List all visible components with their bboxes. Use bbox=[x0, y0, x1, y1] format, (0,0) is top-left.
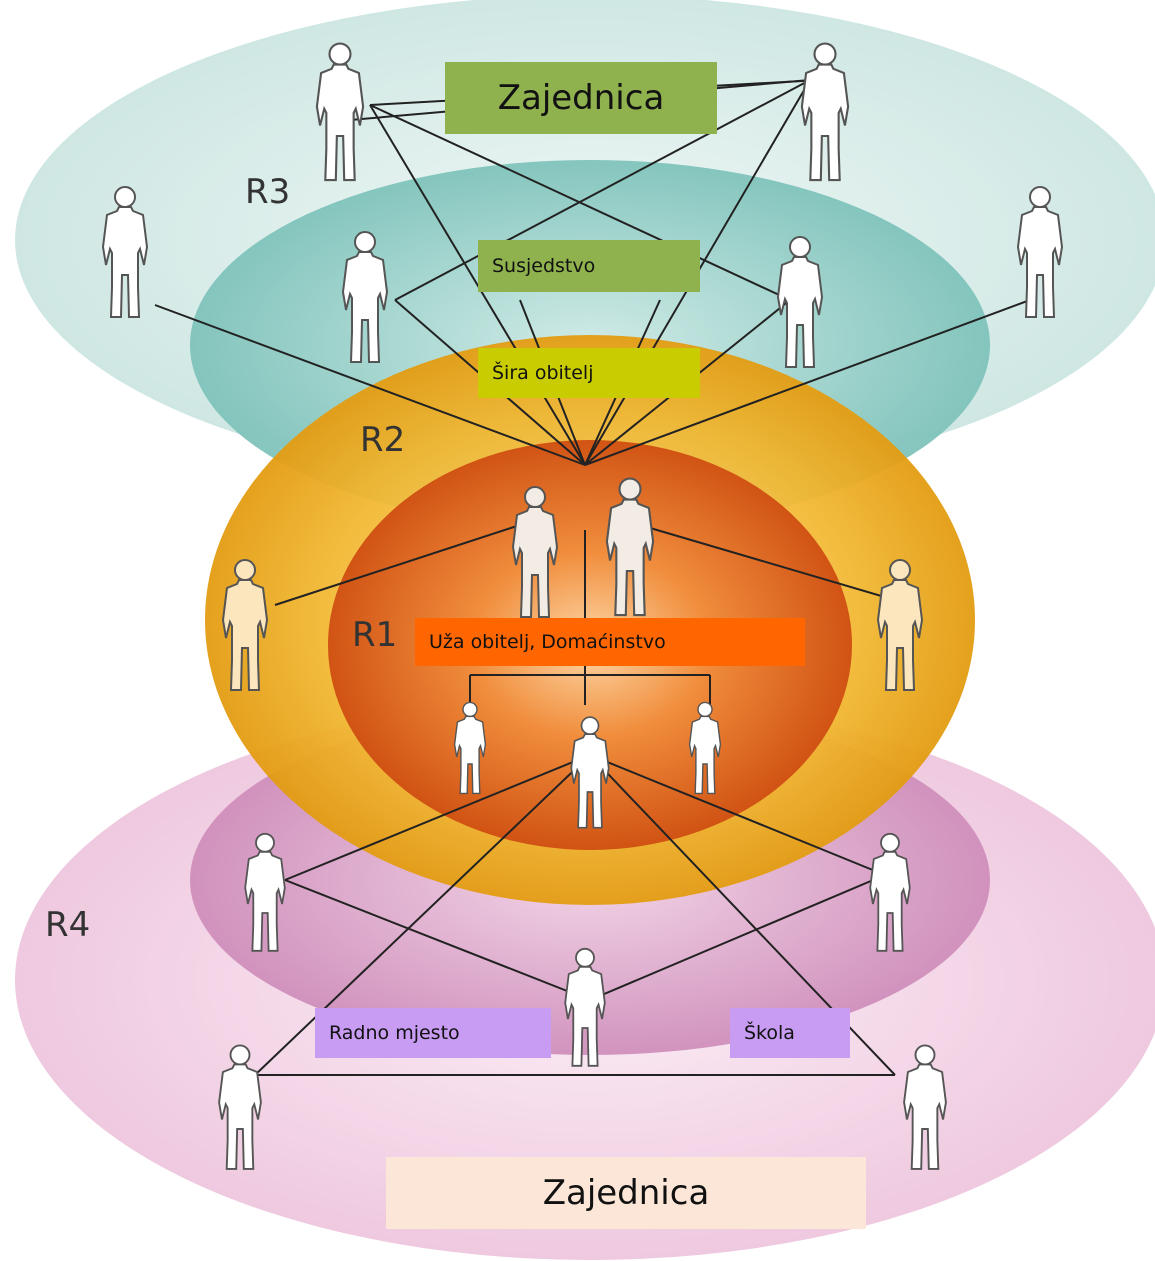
extended-family-label: Šira obitelj bbox=[478, 348, 700, 398]
community-bottom-label: Zajednica bbox=[386, 1157, 866, 1229]
school-label: Škola bbox=[730, 1008, 850, 1058]
connection-lines bbox=[154, 79, 1031, 1076]
household-label: Uža obitelj, Domaćinstvo bbox=[415, 618, 805, 666]
ring-label-r4: R4 bbox=[45, 905, 91, 945]
neighbourhood-label: Susjedstvo bbox=[478, 240, 700, 292]
ring-label-r3: R3 bbox=[245, 172, 291, 212]
ring-label-r1: R1 bbox=[352, 615, 398, 655]
community-top-label: Zajednica bbox=[445, 62, 717, 134]
workplace-label: Radno mjesto bbox=[315, 1008, 551, 1058]
ring-label-r2: R2 bbox=[360, 420, 406, 460]
